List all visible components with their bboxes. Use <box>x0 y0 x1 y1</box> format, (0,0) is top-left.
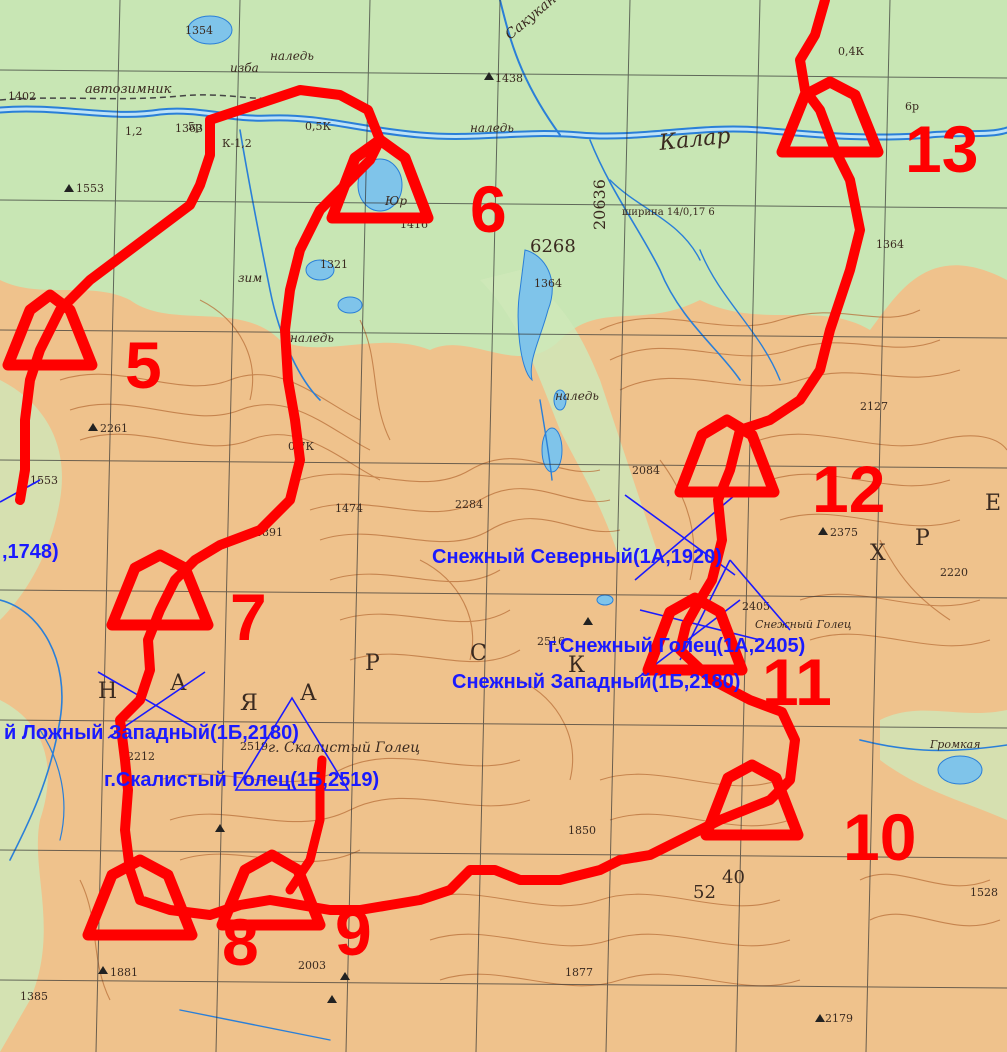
lake-label: Юр <box>384 194 407 208</box>
izba-label: изба <box>230 61 259 75</box>
camp-tent-12 <box>674 414 780 498</box>
grid-number-40: 40 <box>722 867 745 888</box>
elevation-label: 1385 <box>20 990 48 1003</box>
grid-number-20636: 20636 <box>590 179 609 230</box>
naled-label-3: наледь <box>290 331 334 345</box>
camp-number-12: 12 <box>812 452 885 526</box>
elevation-label: 2003 <box>298 959 326 972</box>
naled-label-1: наледь <box>270 49 314 63</box>
pass-label-snezhny-severny: Снежный Северный(1А,1920) <box>432 546 722 568</box>
camp-numbers: 5 6 7 8 9 10 11 12 13 <box>125 112 978 979</box>
camp-number-11: 11 <box>762 645 832 719</box>
elevation-label: 2405 <box>742 600 770 613</box>
forest-zone-north <box>0 0 1007 357</box>
elevation-label: 1364 <box>876 238 904 251</box>
river-fraction-6: 6р <box>905 100 919 113</box>
elevation-label: 1363 <box>175 122 203 135</box>
skalisty-golets-map-label: г. Скалистый Голец <box>268 740 420 756</box>
forest-zone-southwest <box>0 700 48 1052</box>
elevation-label: 2261 <box>100 422 128 435</box>
elevation-label: 1553 <box>76 182 104 195</box>
pass-label-skalisty-golets: г.Скалистый Голец(1Б,2519) <box>104 769 379 791</box>
elevation-label: 2127 <box>860 400 888 413</box>
map-text-labels: Калар Сакукан автозимник наледь наледь н… <box>85 0 1001 903</box>
region-letter-ya: Я <box>240 691 258 716</box>
elevation-label: 2375 <box>830 526 858 539</box>
camp-tent-9 <box>216 849 326 931</box>
lakes <box>187 15 983 785</box>
river-fraction-1: 1,2 <box>125 125 143 138</box>
region-letter-e: Е <box>985 491 1001 516</box>
winter-road-label: автозимник <box>85 82 172 97</box>
camp-tent-13 <box>776 76 884 158</box>
camp-tent-5 <box>2 289 98 371</box>
camp-tent-10 <box>700 759 804 841</box>
pass-label-lozhny-zapadny: й Ложный Западный(1Б,2180) <box>4 722 299 744</box>
depth-note: ширина 14/0,17 6 <box>622 207 715 218</box>
camp-number-6: 6 <box>470 172 507 246</box>
elevation-label: 1850 <box>568 824 596 837</box>
forest-zone-west <box>0 380 62 620</box>
elevation-label: 1438 <box>495 72 523 85</box>
elevation-label: 2220 <box>940 566 968 579</box>
camp-tent-6 <box>326 134 434 224</box>
pass-label-snezhny-zapadny: Снежный Западный(1Б,2180) <box>452 671 740 693</box>
camp-number-9: 9 <box>335 895 372 969</box>
region-letter-kh: Х <box>870 541 886 566</box>
camp-tent-8 <box>82 854 198 941</box>
zim-label: зим <box>238 271 262 285</box>
contour-lines <box>59 299 1007 1001</box>
camp-number-10: 10 <box>843 800 916 874</box>
camp-number-8: 8 <box>222 905 259 979</box>
elevation-label: 2179 <box>825 1012 853 1025</box>
elevation-markers <box>64 72 828 1022</box>
pass-label-snezhny-golets: г.Снежный Голец(1А,2405) <box>548 635 805 657</box>
camp-number-5: 5 <box>125 328 162 402</box>
elevation-label: 1321 <box>320 258 348 271</box>
elevation-label: 1877 <box>565 966 593 979</box>
river-fraction-7: 0,4К <box>838 45 864 58</box>
elevation-label: 1402 <box>8 90 36 103</box>
pass-label-partial-1748: ,1748) <box>2 541 59 563</box>
grid-number-52: 52 <box>693 882 716 903</box>
river-fraction-5: 5р <box>188 120 202 133</box>
region-letter-r: Р <box>915 526 930 551</box>
pass-labels: Снежный Северный(1А,1920) г.Снежный Голе… <box>2 541 805 791</box>
elevation-label: 1474 <box>335 502 363 515</box>
region-letter-r2: Р <box>365 651 380 676</box>
grid-number-6268: 6268 <box>530 236 576 257</box>
elevation-label: 2212 <box>127 750 155 763</box>
camp-tent-7 <box>106 549 214 631</box>
camp-number-13: 13 <box>905 112 978 186</box>
camp-number-7: 7 <box>230 580 267 654</box>
elevation-label: 2516 <box>537 635 565 648</box>
elevation-label: 1553 <box>30 474 58 487</box>
elevation-label: 1354 <box>185 24 213 37</box>
naled-label-4: наледь <box>555 389 599 403</box>
river-fraction-3: 0,5К <box>305 120 331 133</box>
region-letter-a1: А <box>300 681 317 706</box>
naled-label-2: наледь <box>470 121 514 135</box>
elevation-label: 2084 <box>632 464 660 477</box>
river-fraction-4: К-1,2 <box>222 137 252 150</box>
elevation-label: 1881 <box>110 966 138 979</box>
region-letter-s: С <box>470 641 487 666</box>
gromkaya-river-label: Громкая <box>929 738 980 751</box>
elevation-label: 1528 <box>970 886 998 899</box>
region-letter-a2: А <box>170 671 187 696</box>
elevation-label: 2284 <box>455 498 483 511</box>
region-letter-k: К <box>568 653 585 678</box>
route-path <box>15 0 865 920</box>
camp-symbols <box>2 76 884 941</box>
winter-road <box>0 94 271 101</box>
elevation-label: 1364 <box>534 277 562 290</box>
camp-tent-11 <box>642 592 748 676</box>
elevation-labels: 1354 1438 1402 1363 1553 1416 1321 1364 … <box>8 24 998 1025</box>
region-letter-n: Н <box>98 679 117 704</box>
snezhny-golets-map-label: Снежный Голец <box>755 618 852 631</box>
